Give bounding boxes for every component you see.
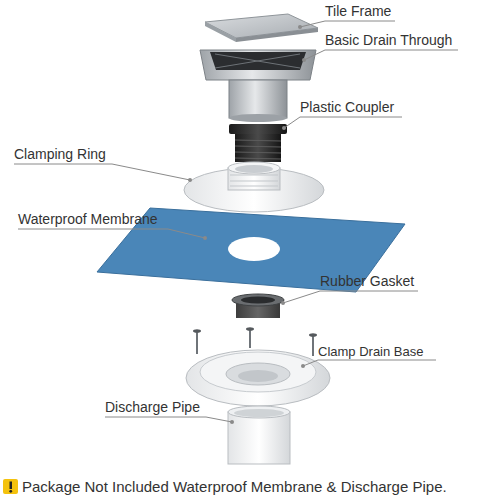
coupler-flange bbox=[229, 124, 287, 134]
coupler-thread bbox=[235, 134, 281, 162]
drain-body-interior bbox=[210, 52, 306, 70]
drain-body bbox=[200, 50, 316, 80]
package-note: Package Not Included Waterproof Membrane… bbox=[22, 478, 447, 495]
clamping-ring bbox=[184, 168, 324, 212]
part-label: Clamping Ring bbox=[14, 146, 106, 163]
part-label: Clamp Drain Base bbox=[318, 343, 424, 360]
drain-outlet-pipe bbox=[229, 80, 287, 118]
screws bbox=[193, 327, 317, 356]
part-label: Discharge Pipe bbox=[105, 399, 200, 416]
discharge-pipe bbox=[228, 412, 290, 464]
leader-lines bbox=[14, 21, 458, 422]
tile-frame-edge bbox=[205, 22, 236, 42]
part-label: Waterproof Membrane bbox=[18, 211, 158, 228]
membrane-hole bbox=[228, 237, 280, 261]
part-label: Basic Drain Through bbox=[325, 32, 452, 49]
part-label: Tile Frame bbox=[325, 3, 391, 20]
clamp-drain-base bbox=[186, 350, 330, 406]
part-label: Rubber Gasket bbox=[320, 273, 414, 290]
part-label: Plastic Coupler bbox=[300, 99, 394, 116]
tile-frame-edge bbox=[236, 28, 318, 42]
warning-icon bbox=[3, 479, 18, 494]
